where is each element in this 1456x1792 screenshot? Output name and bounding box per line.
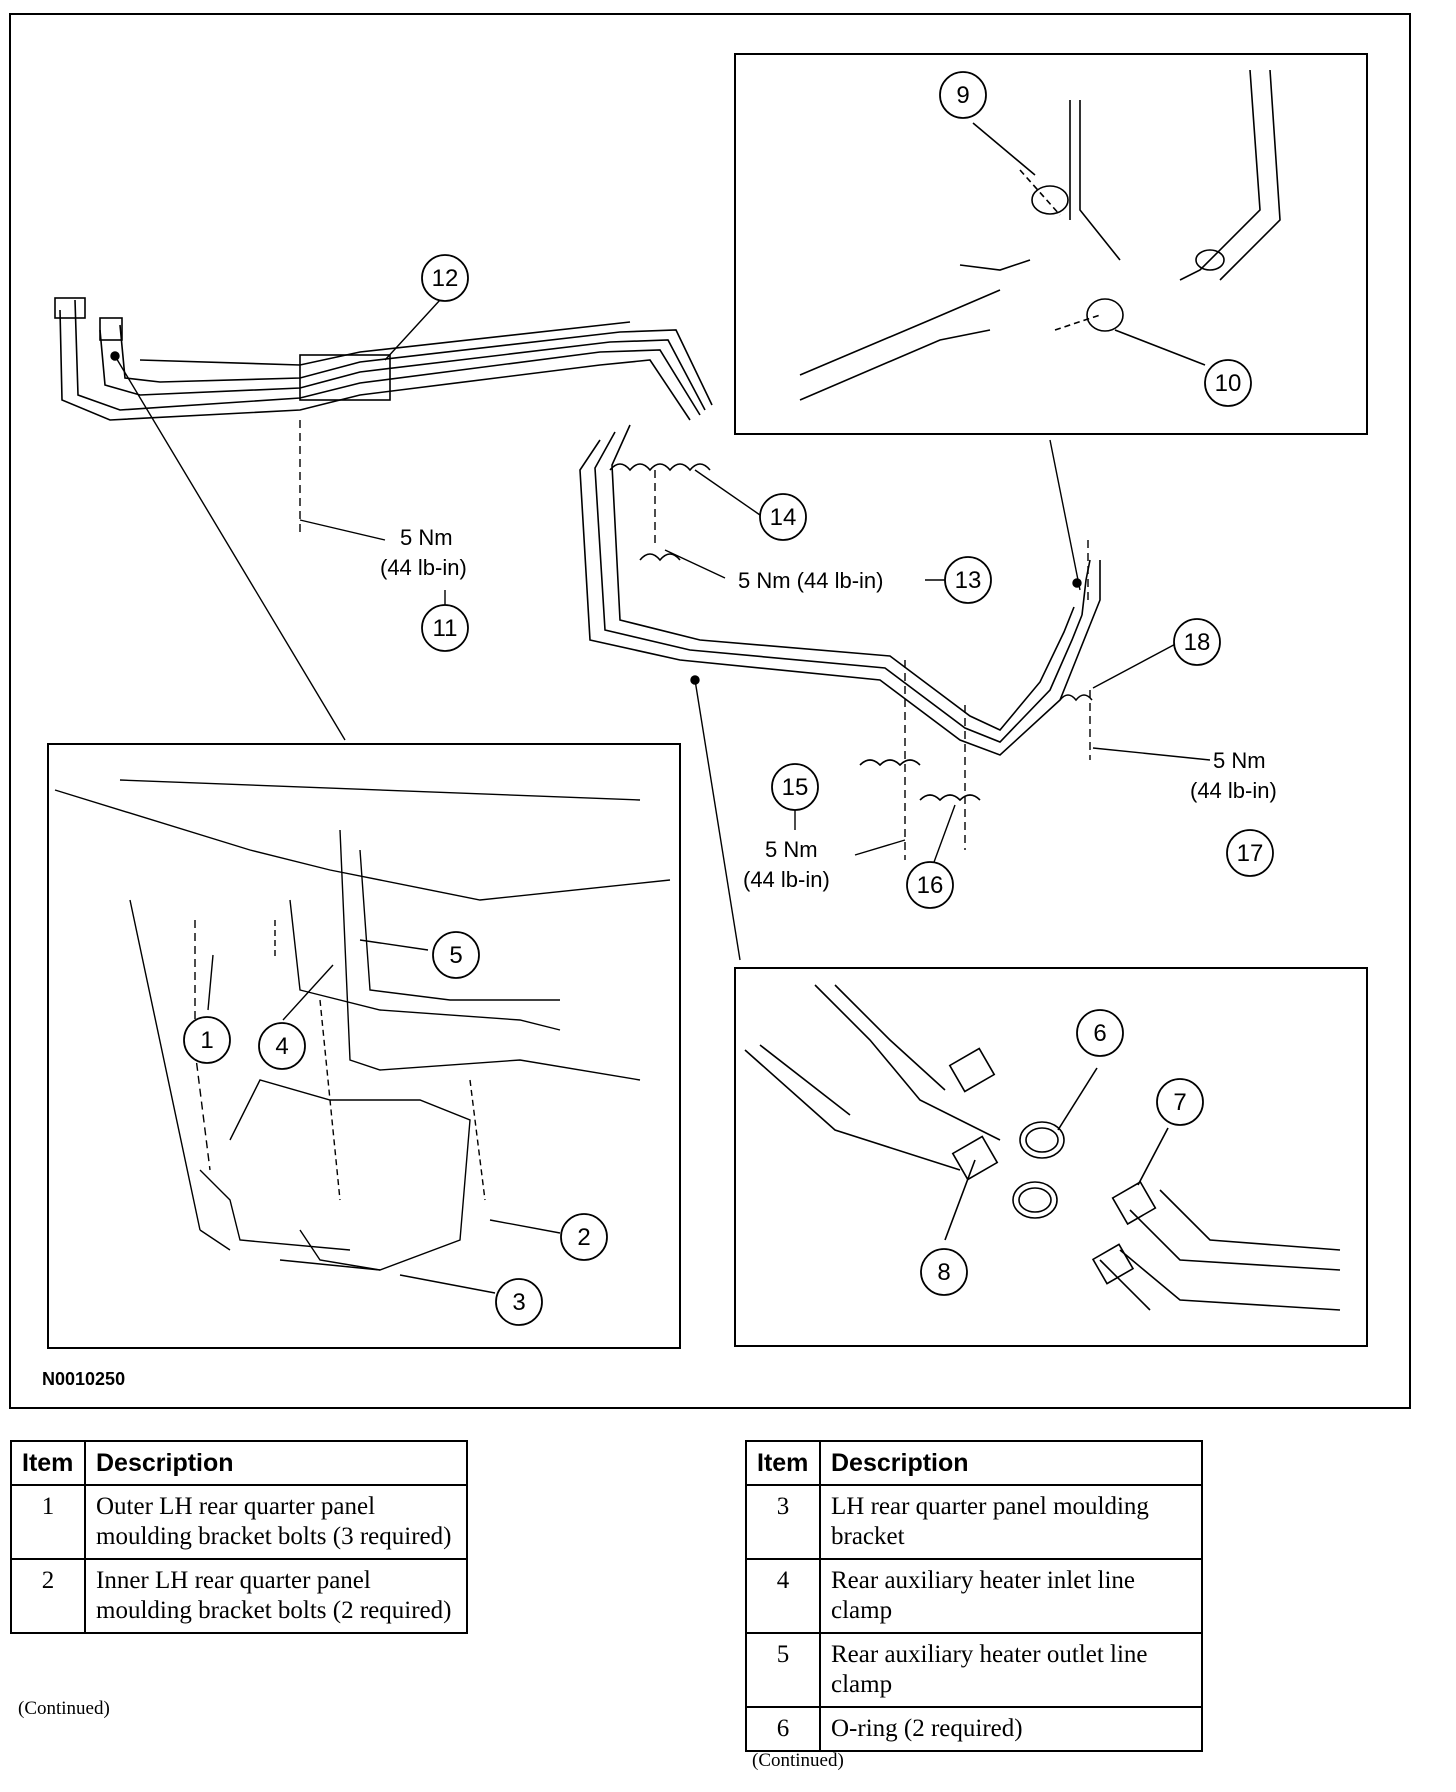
callout-label-8: 8 <box>937 1259 950 1286</box>
callout-12 <box>421 254 469 302</box>
callout-label-2: 2 <box>577 1224 590 1251</box>
continued-note-right: (Continued) <box>752 1750 844 1771</box>
callout-label-13: 13 <box>955 567 982 594</box>
callout-11 <box>421 604 469 652</box>
main-heater-lines <box>54 297 1101 802</box>
items-table-left: Item Description 1 Outer LH rear quarter… <box>10 1440 468 1634</box>
callout-7 <box>1156 1078 1204 1126</box>
continued-note-left: (Continued) <box>18 1698 110 1719</box>
torque-15-value: 5 Nm <box>765 837 818 862</box>
callout-label-17: 17 <box>1237 840 1264 867</box>
callout-label-5: 5 <box>449 942 462 969</box>
figure-frame <box>9 13 1411 1409</box>
figure-id: N0010250 <box>42 1369 125 1389</box>
header-description: Description <box>819 1440 1203 1486</box>
torque-11-imperial: (44 lb-in) <box>380 555 467 580</box>
callout-4 <box>258 1022 306 1070</box>
table-row: 6 O-ring (2 required) <box>745 1706 1203 1752</box>
table-row: 5 Rear auxiliary heater outlet line clam… <box>745 1632 1203 1708</box>
torque-17-value: 5 Nm <box>1213 748 1266 773</box>
callout-label-7: 7 <box>1173 1089 1186 1116</box>
callout-label-4: 4 <box>275 1033 288 1060</box>
inset-clamp-detail <box>734 53 1368 435</box>
callout-8 <box>920 1248 968 1296</box>
header-description: Description <box>84 1440 468 1486</box>
callout-2 <box>560 1213 608 1261</box>
items-table-right: Item Description 3 LH rear quarter panel… <box>745 1440 1203 1752</box>
item-description: O-ring (2 required) <box>819 1706 1203 1752</box>
callout-10 <box>1204 359 1252 407</box>
callout-9 <box>939 71 987 119</box>
inset-oring-lines <box>744 984 1341 1311</box>
item-number: 4 <box>745 1558 821 1634</box>
item-number: 6 <box>745 1706 821 1752</box>
callout-label-3: 3 <box>512 1289 525 1316</box>
item-number: 3 <box>745 1484 821 1560</box>
table-row: 4 Rear auxiliary heater inlet line clamp <box>745 1558 1203 1634</box>
item-description: Rear auxiliary heater outlet line clamp <box>819 1632 1203 1708</box>
callout-15 <box>771 763 819 811</box>
torque-15-imperial: (44 lb-in) <box>743 867 830 892</box>
header-item: Item <box>10 1440 86 1486</box>
item-description: Inner LH rear quarter panel moulding bra… <box>84 1558 468 1634</box>
inset-clamp-lines <box>799 69 1281 401</box>
torque-11-value: 5 Nm <box>400 525 453 550</box>
callout-6 <box>1076 1009 1124 1057</box>
table-row: 3 LH rear quarter panel moulding bracket <box>745 1484 1203 1560</box>
callout-label-9: 9 <box>956 82 969 109</box>
callout-3 <box>495 1278 543 1326</box>
callout-17 <box>1226 829 1274 877</box>
inset-bracket-lines <box>54 779 671 1294</box>
callout-label-14: 14 <box>770 504 797 531</box>
item-description: Rear auxiliary heater inlet line clamp <box>819 1558 1203 1634</box>
table-row: 1 Outer LH rear quarter panel moulding b… <box>10 1484 468 1560</box>
callout-numbers: 12 11 14 13 18 15 16 17 9 10 1 4 5 2 3 6… <box>200 82 1263 1316</box>
callout-label-15: 15 <box>782 774 809 801</box>
callout-14 <box>759 493 807 541</box>
table-row: 2 Inner LH rear quarter panel moulding b… <box>10 1558 468 1634</box>
torque-labels: 5 Nm (44 lb-in) 5 Nm (44 lb-in) 5 Nm (44… <box>380 525 1277 892</box>
header-item: Item <box>745 1440 821 1486</box>
callout-5 <box>432 931 480 979</box>
callout-label-12: 12 <box>432 265 459 292</box>
callout-label-18: 18 <box>1184 629 1211 656</box>
item-number: 5 <box>745 1632 821 1708</box>
fastener-centerlines <box>299 420 1091 860</box>
callout-label-6: 6 <box>1093 1020 1106 1047</box>
item-number: 1 <box>10 1484 86 1560</box>
item-description: LH rear quarter panel moulding bracket <box>819 1484 1203 1560</box>
callout-13 <box>944 556 992 604</box>
callout-label-11: 11 <box>433 615 458 642</box>
callout-label-10: 10 <box>1215 370 1242 397</box>
callout-18 <box>1173 618 1221 666</box>
item-number: 2 <box>10 1558 86 1634</box>
callout-label-1: 1 <box>200 1027 213 1054</box>
heater-line-diagram: 12 11 14 13 18 15 16 17 9 10 1 4 5 2 3 6… <box>9 13 1411 1409</box>
torque-17-imperial: (44 lb-in) <box>1190 778 1277 803</box>
callout-16 <box>906 861 954 909</box>
callout-label-16: 16 <box>917 872 944 899</box>
callout-circles <box>183 71 1274 1326</box>
torque-13-value: 5 Nm (44 lb-in) <box>738 568 883 593</box>
item-description: Outer LH rear quarter panel moulding bra… <box>84 1484 468 1560</box>
callout-1 <box>183 1016 231 1064</box>
